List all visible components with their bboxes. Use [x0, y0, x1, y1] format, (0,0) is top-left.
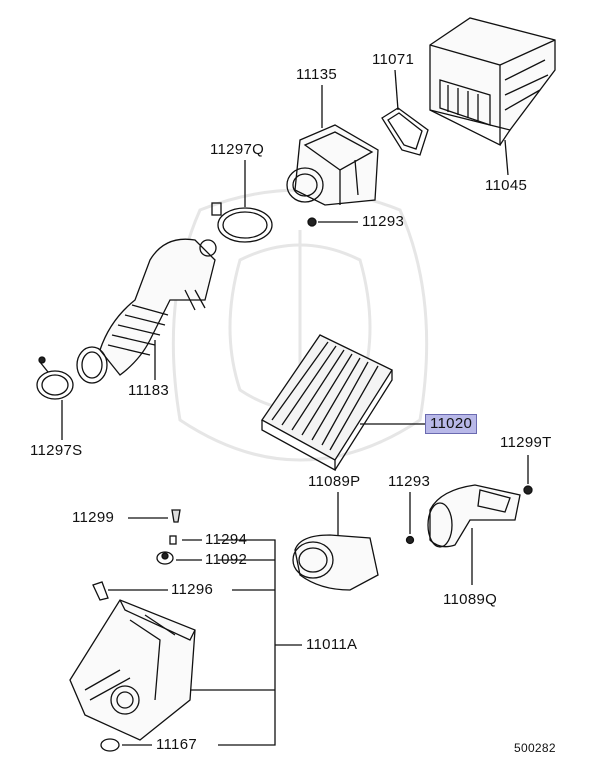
bolt-11299[interactable] [171, 509, 181, 523]
plug-11167[interactable] [100, 738, 120, 752]
part-label-11045[interactable]: 11045 [485, 177, 528, 194]
part-label-11294[interactable]: 11294 [205, 531, 248, 548]
air-duct-11089p[interactable] [292, 534, 379, 591]
part-label-11011a[interactable]: 11011A [306, 636, 358, 653]
part-label-11092[interactable]: 11092 [205, 551, 248, 568]
part-label-11296[interactable]: 11296 [171, 581, 214, 598]
air-filter-element-11020[interactable] [261, 334, 393, 472]
part-label-11167[interactable]: 11167 [156, 736, 197, 753]
part-label-11293-upper[interactable]: 11293 [362, 213, 405, 230]
air-duct-11089q[interactable] [427, 484, 521, 548]
part-label-11299t[interactable]: 11299T [500, 434, 552, 451]
bolt-11293-lower[interactable] [405, 535, 415, 545]
bolt-11293-upper[interactable] [307, 217, 317, 227]
air-cleaner-case-11011a[interactable] [69, 599, 196, 741]
air-flow-sensor-11135[interactable] [286, 124, 379, 206]
part-label-11089q[interactable]: 11089Q [443, 591, 498, 608]
bolt-11299t[interactable] [523, 485, 533, 495]
gasket-11071[interactable] [381, 107, 429, 156]
part-label-11297q[interactable]: 11297Q [210, 141, 265, 158]
part-label-11135[interactable]: 11135 [296, 66, 337, 83]
intake-hose-11183[interactable] [76, 238, 217, 384]
part-label-11089p[interactable]: 11089P [308, 473, 361, 490]
hose-clamp-11297s[interactable] [36, 356, 74, 400]
grommet-11294[interactable] [169, 535, 177, 545]
clip-11296[interactable] [92, 581, 109, 601]
mount-11092[interactable] [156, 551, 174, 565]
hose-clamp-11297q[interactable] [211, 202, 273, 243]
part-label-11183[interactable]: 11183 [128, 382, 169, 399]
part-label-11297s[interactable]: 11297S [30, 442, 83, 459]
air-cleaner-cover-11045[interactable] [429, 17, 556, 147]
part-label-11071[interactable]: 11071 [372, 51, 415, 68]
diagram-reference-code: 500282 [514, 741, 556, 755]
part-label-11293-lower[interactable]: 11293 [388, 473, 431, 490]
part-label-11020[interactable]: 11020 [425, 414, 478, 434]
part-label-11299[interactable]: 11299 [72, 509, 115, 526]
